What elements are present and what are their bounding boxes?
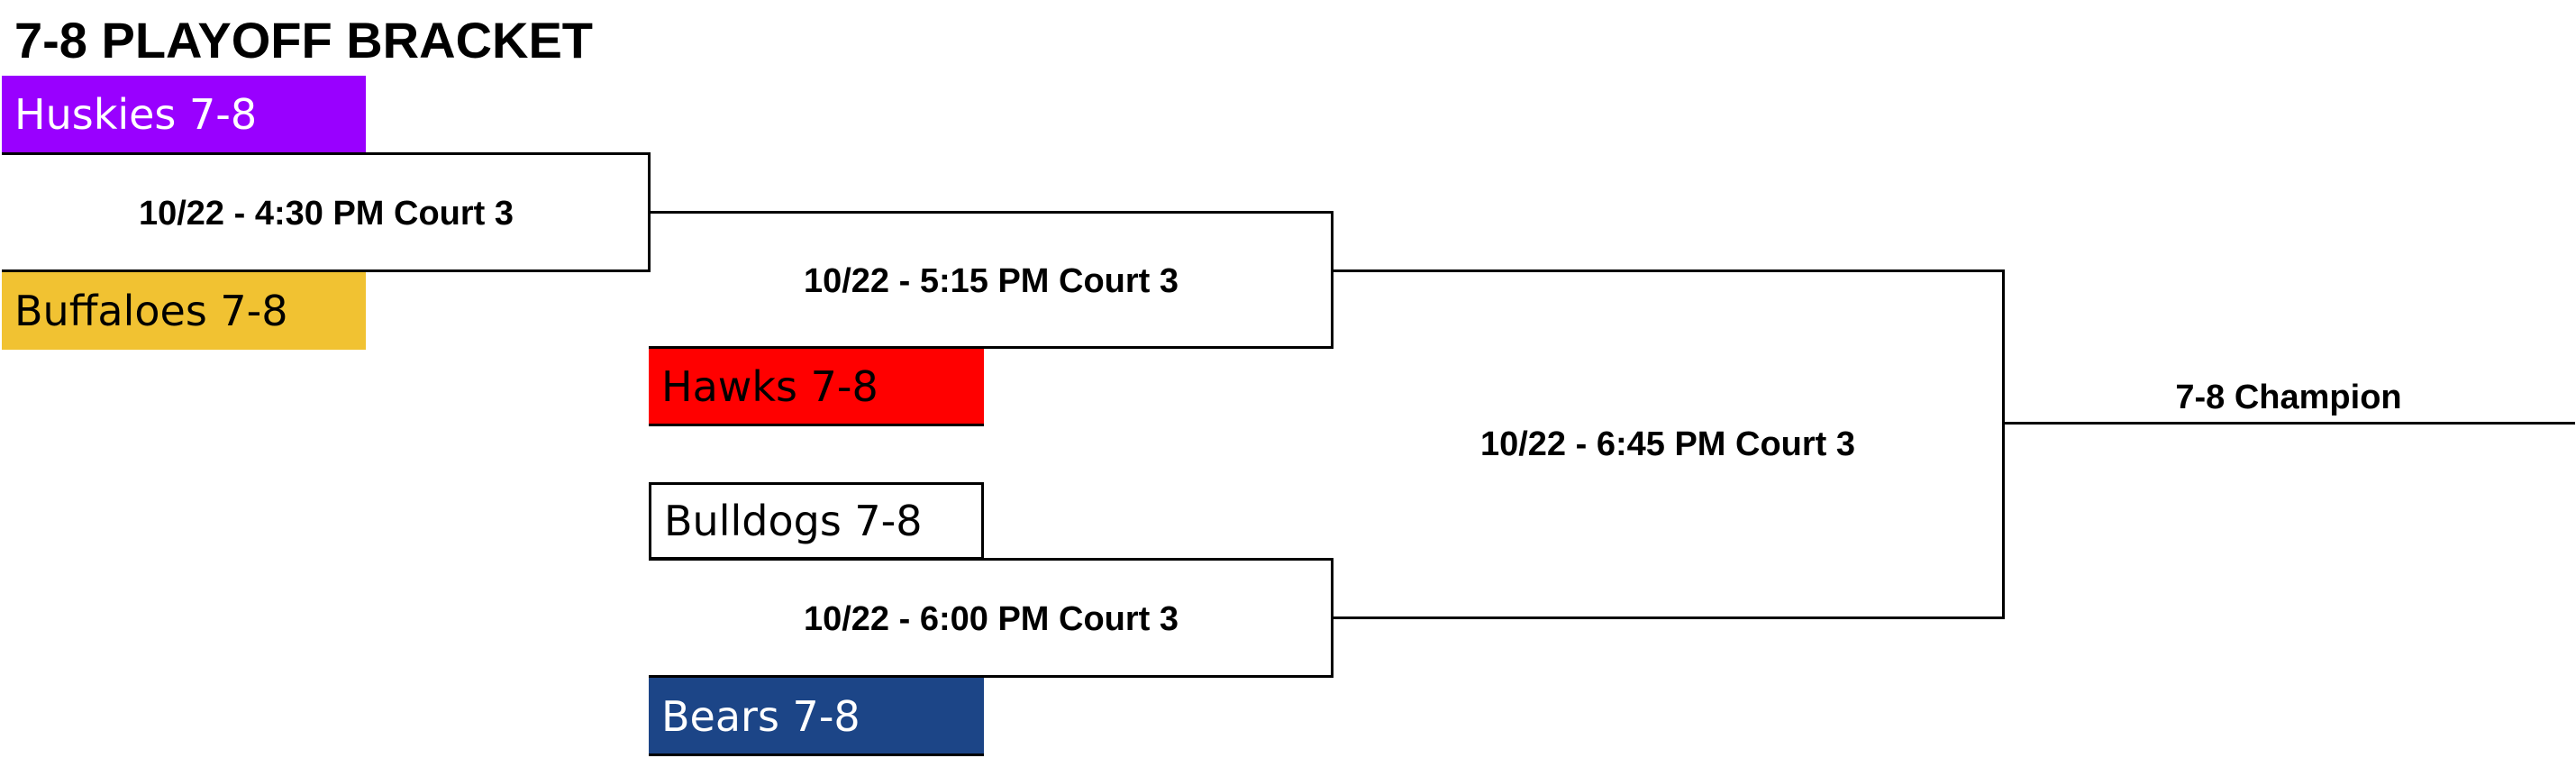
bracket-line bbox=[649, 675, 1334, 678]
bracket-line bbox=[649, 346, 1334, 349]
team-bulldogs: Bulldogs 7-8 bbox=[649, 482, 984, 560]
bracket-line bbox=[649, 753, 984, 756]
team-huskies: Huskies 7-8 bbox=[2, 76, 366, 153]
game-label-round2-upper: 10/22 - 5:15 PM Court 3 bbox=[803, 262, 1179, 300]
bracket-line bbox=[649, 424, 984, 426]
bracket-line bbox=[2, 152, 651, 155]
bracket-line bbox=[1331, 616, 2005, 619]
game-label-round1-upper: 10/22 - 4:30 PM Court 3 bbox=[138, 195, 514, 233]
bracket-line bbox=[1331, 269, 2005, 272]
bracket-line bbox=[2, 269, 651, 272]
team-buffaloes: Buffaloes 7-8 bbox=[2, 272, 366, 350]
champion-line bbox=[2002, 422, 2575, 425]
bracket-line bbox=[649, 558, 1334, 561]
bracket-line bbox=[1331, 211, 1334, 349]
bracket-title: 7-8 PLAYOFF BRACKET bbox=[14, 12, 594, 68]
bracket-line bbox=[2002, 269, 2005, 619]
bracket-line bbox=[649, 211, 1334, 214]
game-label-final: 10/22 - 6:45 PM Court 3 bbox=[1479, 425, 1856, 463]
team-hawks: Hawks 7-8 bbox=[649, 348, 984, 425]
game-label-round1-lower: 10/22 - 6:00 PM Court 3 bbox=[803, 600, 1179, 638]
champion-label: 7-8 Champion bbox=[2175, 379, 2402, 416]
team-bears: Bears 7-8 bbox=[649, 678, 984, 755]
